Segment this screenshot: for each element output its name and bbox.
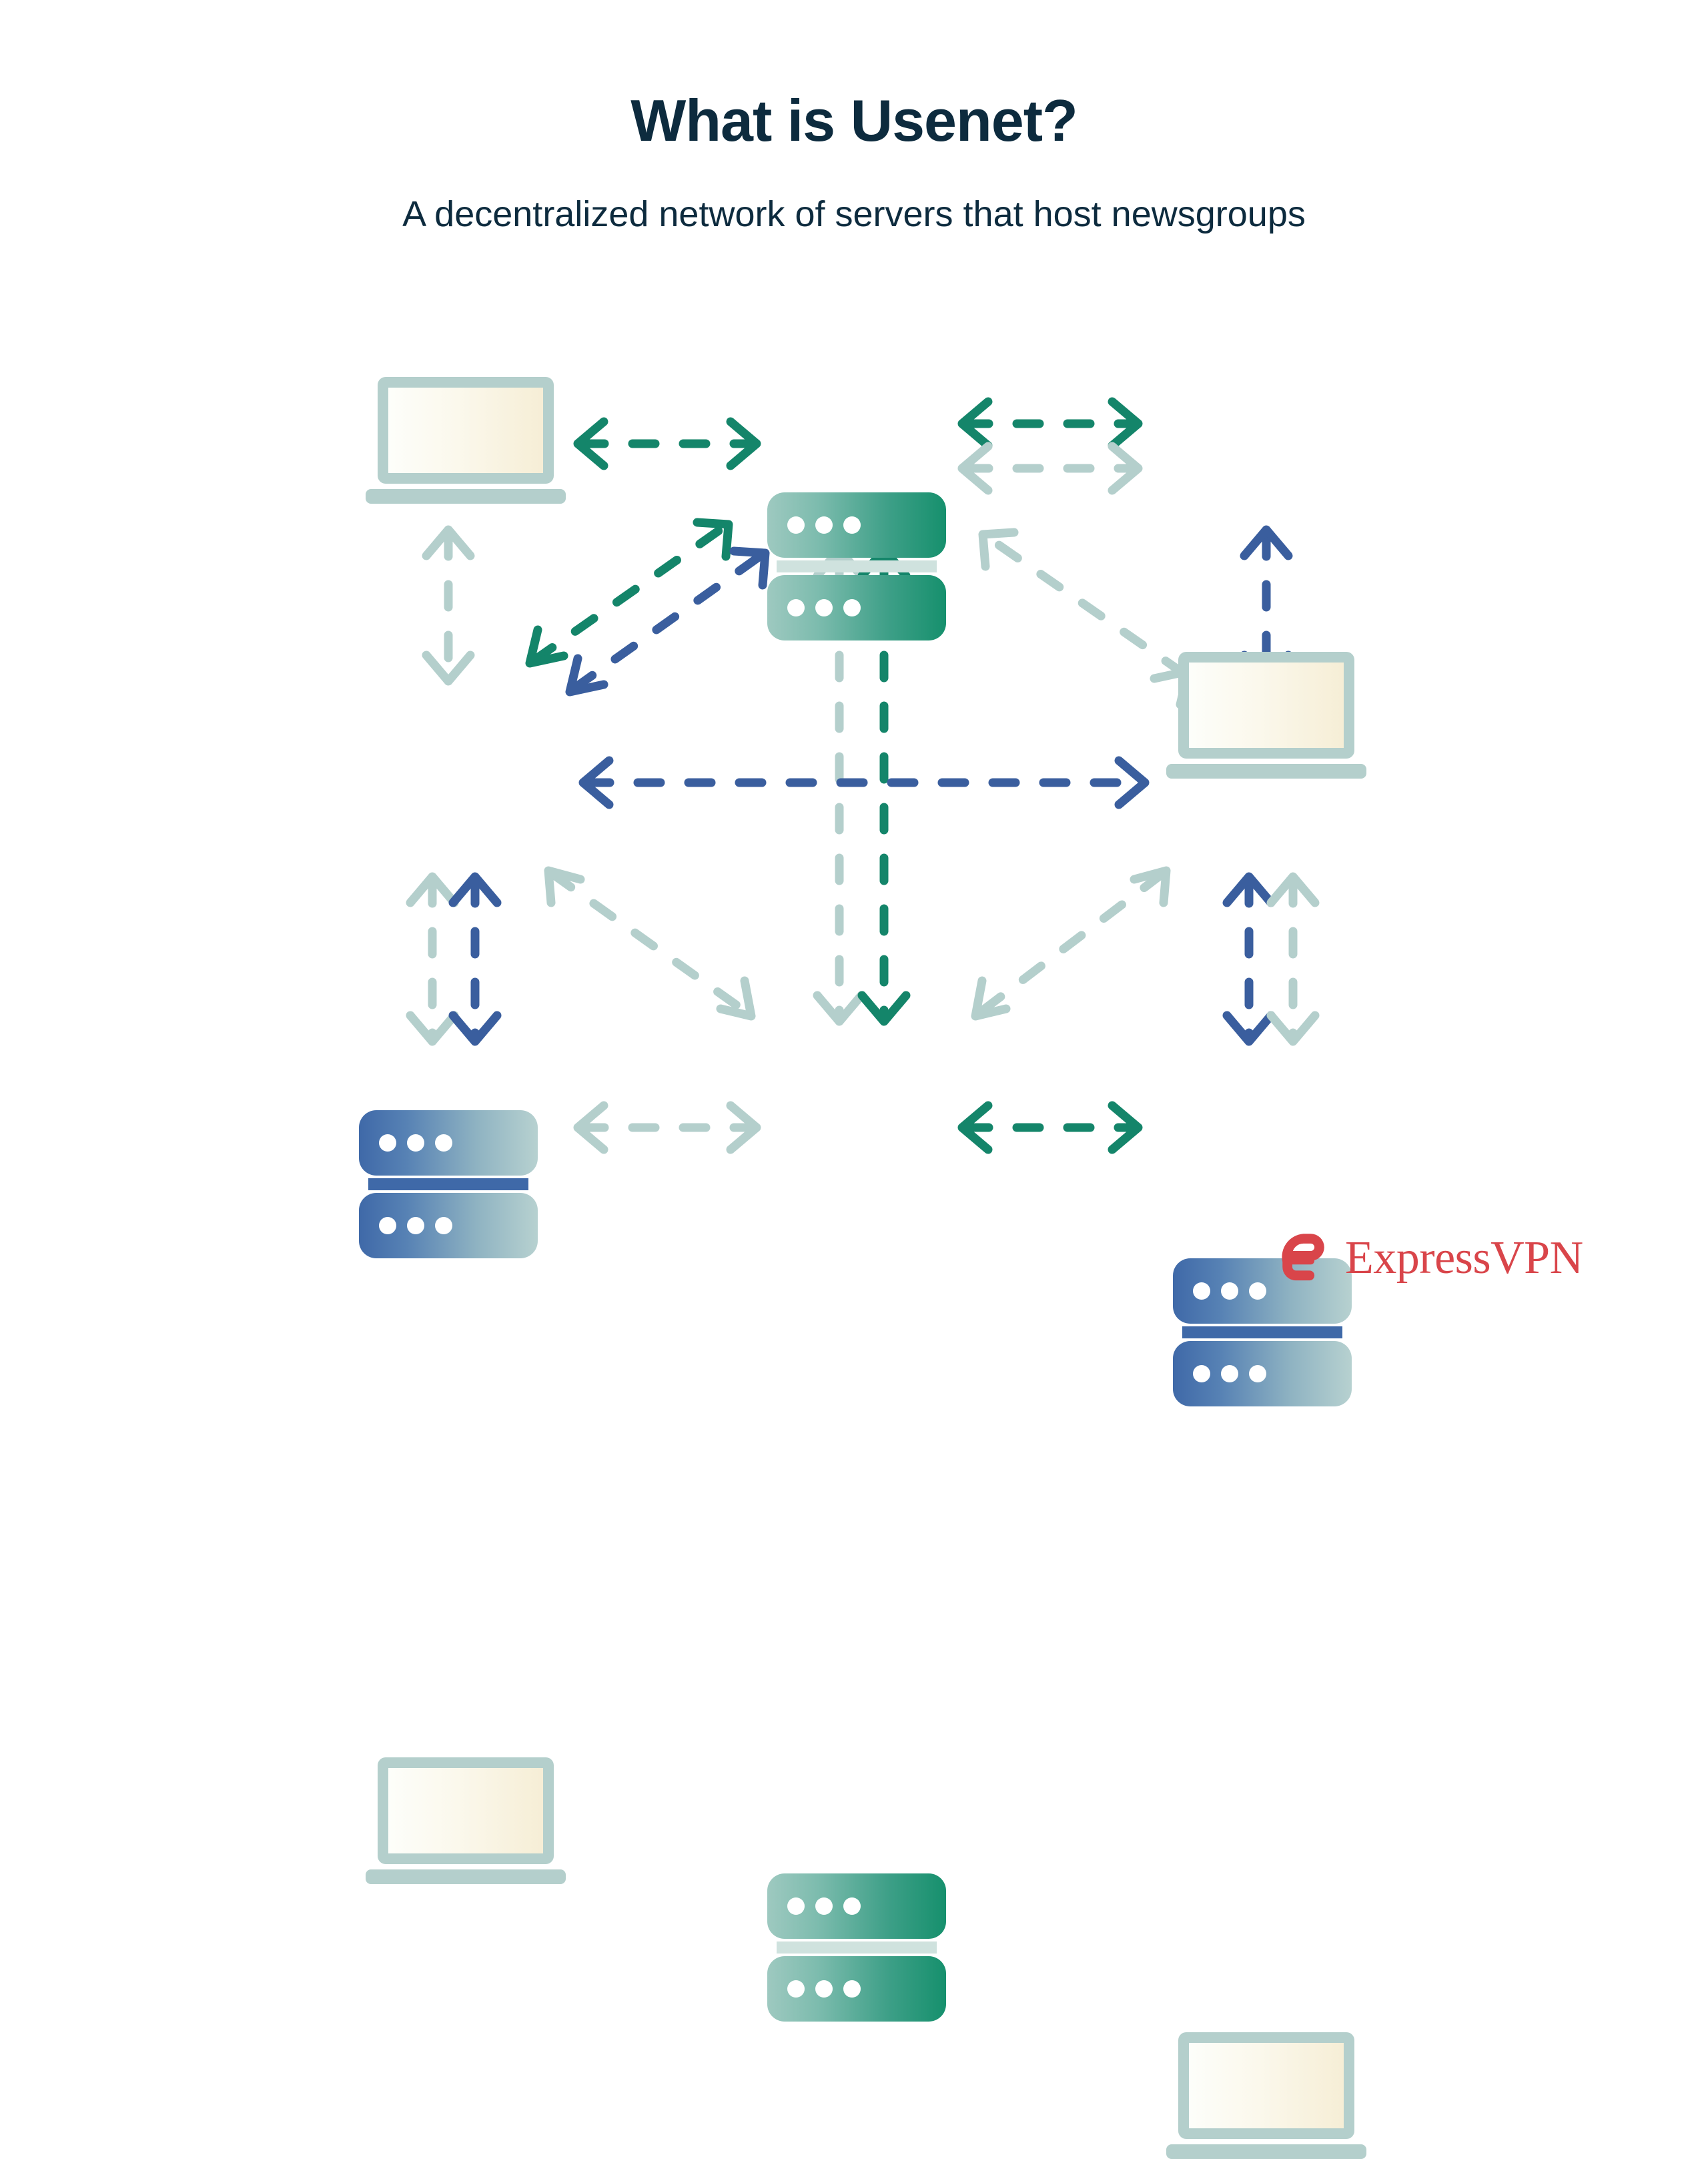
server-divider-bar — [777, 560, 937, 572]
server-rack-bottom — [1173, 1341, 1352, 1406]
laptop-bottom-right[interactable] — [1166, 2032, 1366, 2159]
server-rack-top — [359, 1110, 538, 1176]
brand-name: ExpressVPN — [1345, 1232, 1583, 1284]
laptop-top-left[interactable] — [366, 377, 566, 504]
edge-server-mr-server-tc — [978, 528, 1193, 709]
server-rack-bottom — [359, 1193, 538, 1258]
server-indicator-dots — [787, 1897, 861, 1915]
edge-server-mr-laptop-br-sage — [1266, 872, 1320, 1046]
laptop-screen — [388, 1768, 543, 1853]
edge-server-mr-server-bc — [971, 866, 1171, 1021]
server-divider-bar — [777, 1941, 937, 1954]
edge-server-tc-laptop-tr-sage — [957, 442, 1143, 495]
server-rack-bottom — [767, 575, 946, 640]
laptop-lid — [378, 377, 554, 484]
server-rack-top — [1173, 1258, 1352, 1324]
server-top-center[interactable] — [767, 492, 946, 640]
edge-server-ml-laptop-bl-blue — [448, 872, 502, 1046]
laptop-lid — [378, 1757, 554, 1864]
server-rack-top — [767, 492, 946, 558]
server-indicator-dots — [787, 516, 861, 534]
server-indicator-dots — [379, 1134, 452, 1152]
server-indicator-dots — [379, 1217, 452, 1234]
laptop-screen — [1189, 663, 1344, 748]
server-indicator-dots — [787, 599, 861, 616]
laptop-bottom-left[interactable] — [366, 1757, 566, 1884]
server-rack-bottom — [767, 1956, 946, 2022]
server-indicator-dots — [1193, 1282, 1266, 1300]
server-bottom-center[interactable] — [767, 1873, 946, 2022]
edge-server-ml-laptop-bl-sage — [406, 872, 459, 1046]
edge-laptop-tl-server-ml — [422, 525, 475, 686]
laptop-base — [1166, 2144, 1366, 2159]
edge-server-ml-server-mr — [578, 756, 1150, 809]
edge-server-bc-laptop-br — [957, 1101, 1143, 1154]
laptop-lid — [1178, 652, 1354, 759]
page-title: What is Usenet? — [630, 87, 1078, 153]
laptop-screen — [388, 388, 543, 473]
laptop-top-right[interactable] — [1166, 652, 1366, 779]
infographic-canvas: What is Usenet? A decentralized network … — [0, 87, 1708, 2159]
edge-server-ml-server-bc — [544, 866, 756, 1021]
edge-laptop-bl-server-bc — [573, 1101, 761, 1154]
server-indicator-dots — [1193, 1365, 1266, 1382]
server-divider-bar — [1182, 1326, 1342, 1338]
server-divider-bar — [368, 1178, 528, 1190]
expressvpn-logo[interactable]: ExpressVPN — [1269, 1228, 1583, 1289]
laptop-base — [1166, 764, 1366, 779]
page-subtitle-text: A decentralized network of servers that … — [402, 194, 1306, 234]
server-middle-left[interactable] — [359, 1110, 538, 1258]
edge-server-mr-laptop-br-blue — [1222, 872, 1276, 1046]
laptop-base — [366, 489, 566, 504]
network-diagram: .ln{fill:none;stroke-linecap:round;strok… — [406, 397, 1320, 1154]
laptop-screen — [1189, 2043, 1344, 2128]
edge-server-ml-server-tc-green — [525, 518, 733, 668]
expressvpn-e-mark-icon — [1282, 1234, 1324, 1281]
edge-server-ml-server-tc-blue — [565, 546, 770, 697]
laptop-base — [366, 1869, 566, 1884]
edge-server-tc-laptop-tr-green — [957, 397, 1143, 450]
page-subtitle: A decentralized network of servers that … — [0, 192, 1708, 238]
server-indicator-dots — [787, 1980, 861, 1998]
edge-laptop-tl-server-tc — [573, 417, 761, 470]
laptop-lid — [1178, 2032, 1354, 2139]
server-rack-top — [767, 1873, 946, 1939]
